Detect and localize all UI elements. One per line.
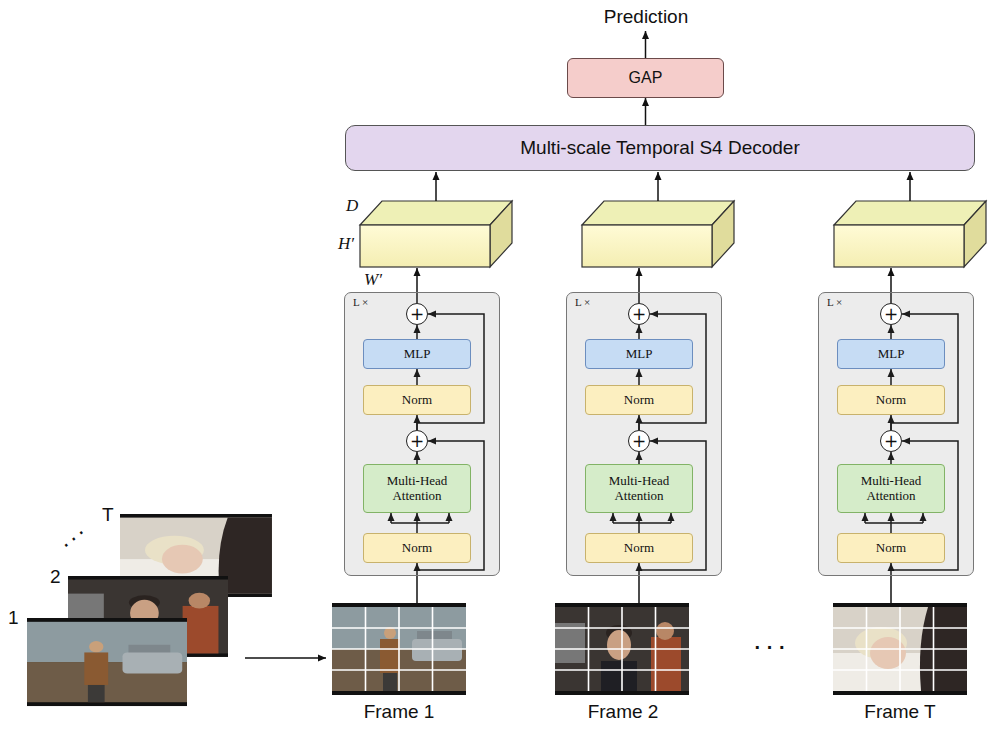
node-text: Norm <box>876 541 906 556</box>
add-circle: + <box>880 303 902 325</box>
illustration-part <box>833 607 967 691</box>
node-text: Norm <box>876 393 906 408</box>
add-circle: + <box>406 430 428 452</box>
norm-box: Norm <box>837 533 945 563</box>
node-text: MLP <box>404 347 431 362</box>
connector-line <box>645 98 647 125</box>
dimension-label: H′ <box>338 234 354 254</box>
feature-cuboid <box>834 172 986 267</box>
norm-box: Norm <box>363 533 471 563</box>
add-circle: + <box>406 303 428 325</box>
frame-label: Frame 1 <box>364 701 435 723</box>
arrow-connector <box>645 98 646 125</box>
transformer-block: L ×+MLPNorm+Multi-Head AttentionNorm <box>566 292 722 576</box>
frame-patches <box>555 603 689 695</box>
node-text: Multi-Head Attention <box>846 474 936 504</box>
frame-index: T <box>102 504 114 526</box>
illustration-part <box>332 603 466 695</box>
mlp-box: MLP <box>837 339 945 369</box>
norm-box: Norm <box>837 385 945 415</box>
output-arrow <box>645 31 647 58</box>
feature-cuboid <box>360 172 512 267</box>
add-circle: + <box>628 303 650 325</box>
frame-label: Frame T <box>864 701 935 723</box>
node-text: GAP <box>629 69 663 87</box>
node-text: MLP <box>878 347 905 362</box>
norm-box: Norm <box>363 385 471 415</box>
dimension-label: W′ <box>364 270 382 290</box>
illustration-part <box>555 603 689 695</box>
node-text: + <box>884 306 898 323</box>
node-text: Multi-Head Attention <box>372 474 462 504</box>
norm-box: Norm <box>585 533 693 563</box>
transformer-block: L ×+MLPNorm+Multi-Head AttentionNorm <box>818 292 974 576</box>
node-text: Norm <box>402 541 432 556</box>
feature-cuboid <box>582 172 734 267</box>
frame-index: 2 <box>50 566 61 588</box>
node-text: + <box>632 433 646 450</box>
node-text: + <box>884 433 898 450</box>
node-text: + <box>410 433 424 450</box>
output-label: Prediction <box>604 6 689 28</box>
node-text: Multi-scale Temporal S4 Decoder <box>520 137 800 159</box>
node-text: + <box>410 306 424 323</box>
add-circle: + <box>880 430 902 452</box>
decoder-box: Multi-scale Temporal S4 Decoder <box>345 125 975 171</box>
node-text: Norm <box>624 393 654 408</box>
frame-patches <box>833 603 967 695</box>
mlp-box: MLP <box>363 339 471 369</box>
attention-box: Multi-Head Attention <box>585 464 693 513</box>
attention-box: Multi-Head Attention <box>363 464 471 513</box>
dimension-label: D <box>346 196 358 216</box>
node-text: MLP <box>626 347 653 362</box>
norm-box: Norm <box>585 385 693 415</box>
node-text: Multi-Head Attention <box>594 474 684 504</box>
frame-patches <box>332 603 466 695</box>
node-text: Norm <box>402 393 432 408</box>
node-text: Norm <box>624 541 654 556</box>
gap-box: GAP <box>567 58 724 98</box>
mlp-box: MLP <box>585 339 693 369</box>
stacked-frame <box>27 618 187 706</box>
ellipsis: · · · <box>59 524 90 554</box>
illustration-part <box>27 618 187 706</box>
frame-index: 1 <box>8 607 19 629</box>
illustration-part <box>833 603 967 695</box>
transformer-block: L ×+MLPNorm+Multi-Head AttentionNorm <box>344 292 500 576</box>
illustration-part <box>332 607 466 691</box>
input-arrow <box>245 657 326 659</box>
illustration-part <box>555 607 689 691</box>
attention-box: Multi-Head Attention <box>837 464 945 513</box>
frame-label: Frame 2 <box>588 701 659 723</box>
add-circle: + <box>628 430 650 452</box>
ellipsis: · · · <box>754 636 785 659</box>
node-text: + <box>632 306 646 323</box>
